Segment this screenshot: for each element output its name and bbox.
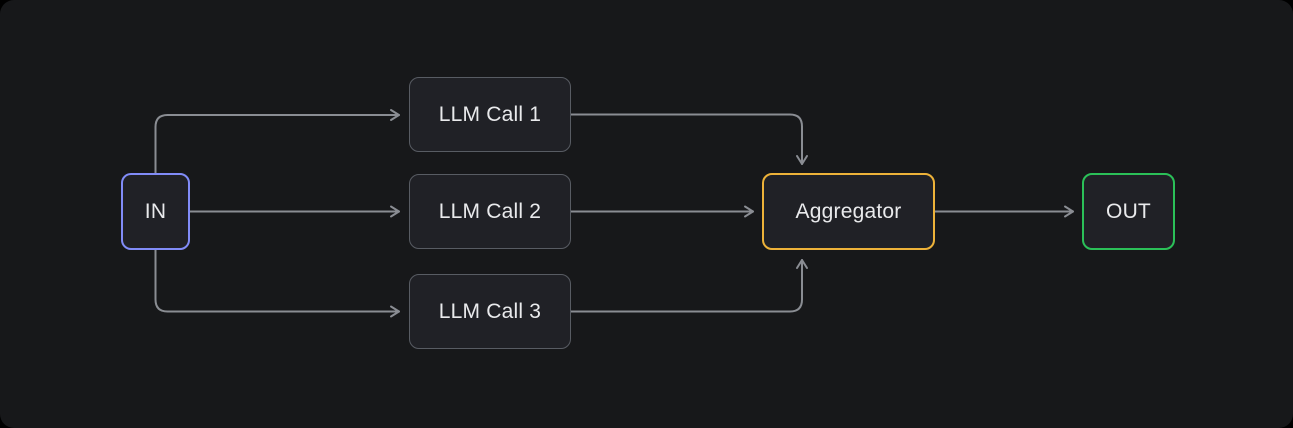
edge-in-to-llm3 [154, 249, 400, 318]
llm-call-2-label: LLM Call 2 [438, 199, 542, 223]
in-node: IN [121, 173, 190, 250]
edge-llm1-to-aggregator [570, 113, 808, 165]
out-node-label: OUT [1106, 199, 1151, 223]
llm-call-1-label: LLM Call 1 [438, 102, 542, 126]
edge-in-to-llm1 [154, 109, 400, 174]
aggregator-label: Aggregator [795, 199, 902, 223]
llm-call-3-node: LLM Call 3 [409, 274, 571, 349]
in-node-label: IN [144, 199, 167, 223]
aggregator-node: Aggregator [762, 173, 935, 250]
llm-call-3-label: LLM Call 3 [438, 299, 542, 323]
llm-call-2-node: LLM Call 2 [409, 174, 571, 249]
out-node: OUT [1082, 173, 1175, 250]
llm-call-1-node: LLM Call 1 [409, 77, 571, 152]
edge-llm3-to-aggregator [570, 259, 808, 313]
